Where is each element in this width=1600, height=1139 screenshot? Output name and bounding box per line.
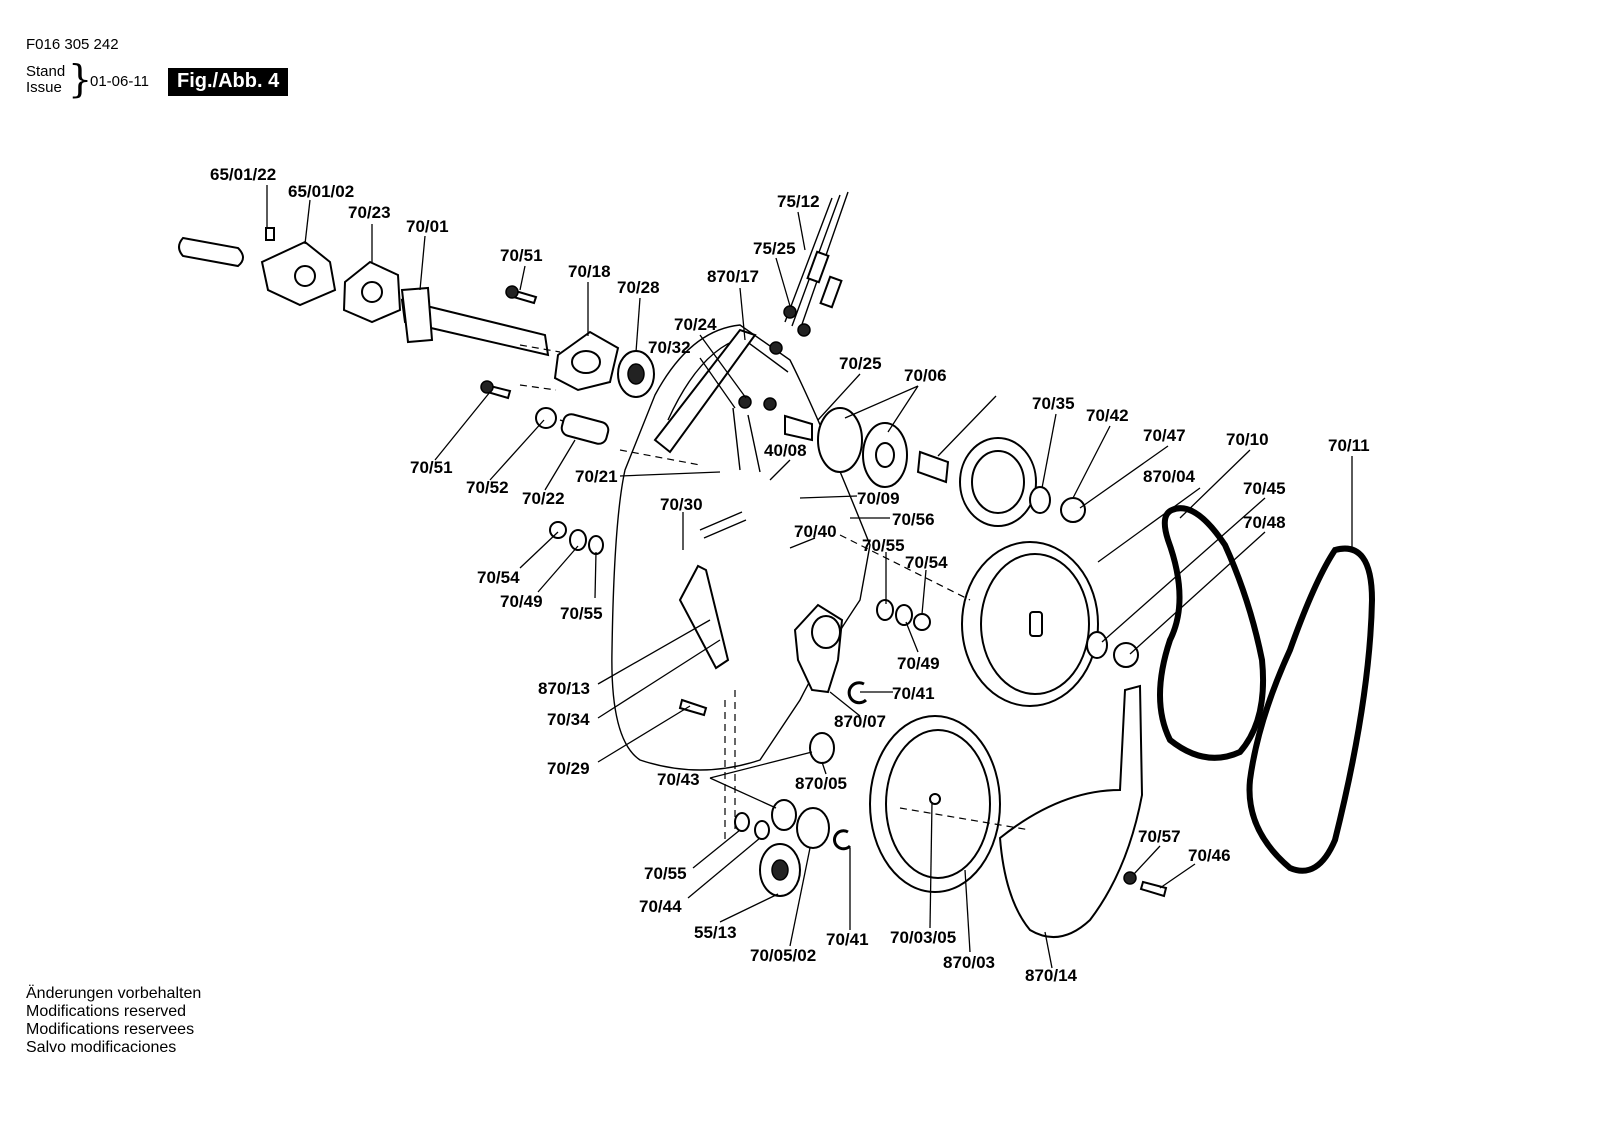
part-label: 70/34 [547, 710, 590, 729]
part-label: 70/46 [1188, 846, 1231, 865]
part-label: 70/24 [674, 315, 717, 334]
part-label: 870/03 [943, 953, 995, 972]
part-label: 70/35 [1032, 394, 1075, 413]
part-label: 70/49 [500, 592, 543, 611]
part-label: 70/56 [892, 510, 935, 529]
part-label: 70/49 [897, 654, 940, 673]
part-label: 70/06 [904, 366, 947, 385]
part-label: 70/11 [1328, 436, 1370, 455]
part-label: 65/01/22 [210, 165, 276, 184]
stand-issue-labels: Stand Issue [26, 64, 65, 96]
part-label: 70/40 [794, 522, 837, 541]
part-label: 75/25 [753, 239, 796, 258]
part-label: 870/05 [795, 774, 847, 793]
part-label: 70/52 [466, 478, 509, 497]
footer-line: Salvo modificaciones [26, 1039, 177, 1056]
part-label: 70/57 [1138, 827, 1181, 846]
leader-lines [266, 185, 1353, 969]
figure-label: Fig./Abb. 4 [168, 68, 289, 96]
part-label: 70/23 [348, 203, 391, 222]
part-label: 70/05/02 [750, 946, 816, 965]
part-label: 70/43 [657, 770, 700, 789]
part-label: 70/55 [862, 536, 905, 555]
part-label: 70/22 [522, 489, 565, 508]
part-label: 70/29 [547, 759, 590, 778]
part-label: 870/17 [707, 267, 759, 286]
part-label: 70/42 [1086, 406, 1129, 425]
part-label: 870/07 [834, 712, 886, 731]
part-label: 70/47 [1143, 426, 1186, 445]
part-label: 70/44 [639, 897, 682, 916]
part-label: 70/03/05 [890, 928, 956, 947]
part-label: 70/55 [644, 864, 687, 883]
footer-notice: Änderungen vorbehalten Modifications res… [26, 985, 201, 1057]
brace-glyph: } [68, 57, 93, 101]
part-label: 70/30 [660, 495, 703, 514]
part-label: 70/32 [648, 338, 691, 357]
part-label: 70/41 [826, 930, 869, 949]
part-label: 70/51 [500, 246, 543, 265]
footer-line: Modifications reservees [26, 1021, 195, 1038]
part-label: 70/55 [560, 604, 603, 623]
part-label: 55/13 [694, 923, 737, 942]
part-label: 70/48 [1243, 513, 1286, 532]
part-label: 70/09 [857, 489, 900, 508]
part-labels: 65/01/22 65/01/02 70/23 70/01 70/51 70/1… [210, 165, 1370, 985]
part-label: 70/18 [568, 262, 611, 281]
diagram-artwork [178, 191, 1376, 938]
part-label: 70/10 [1226, 430, 1269, 449]
part-label: 870/13 [538, 679, 590, 698]
part-label: 70/54 [477, 568, 520, 587]
part-label: 75/12 [777, 192, 820, 211]
footer-line: Änderungen vorbehalten [26, 985, 202, 1002]
part-label: 65/01/02 [288, 182, 354, 201]
issue-label: Issue [26, 79, 62, 96]
part-label: 70/54 [905, 553, 948, 572]
part-label: 70/51 [410, 458, 453, 477]
document-number: F016 305 242 [26, 36, 119, 53]
part-label: 40/08 [764, 441, 807, 460]
part-label: 70/41 [892, 684, 935, 703]
part-label: 70/45 [1243, 479, 1286, 498]
issue-date: 01-06-11 [90, 73, 149, 90]
part-label: 70/21 [575, 467, 618, 486]
part-label: 70/01 [406, 217, 449, 236]
footer-line: Modifications reserved [26, 1003, 187, 1020]
part-label: 870/04 [1143, 467, 1196, 486]
part-label: 70/28 [617, 278, 660, 297]
part-label: 70/25 [839, 354, 882, 373]
stand-label: Stand [26, 63, 66, 80]
part-label: 870/14 [1025, 966, 1078, 985]
